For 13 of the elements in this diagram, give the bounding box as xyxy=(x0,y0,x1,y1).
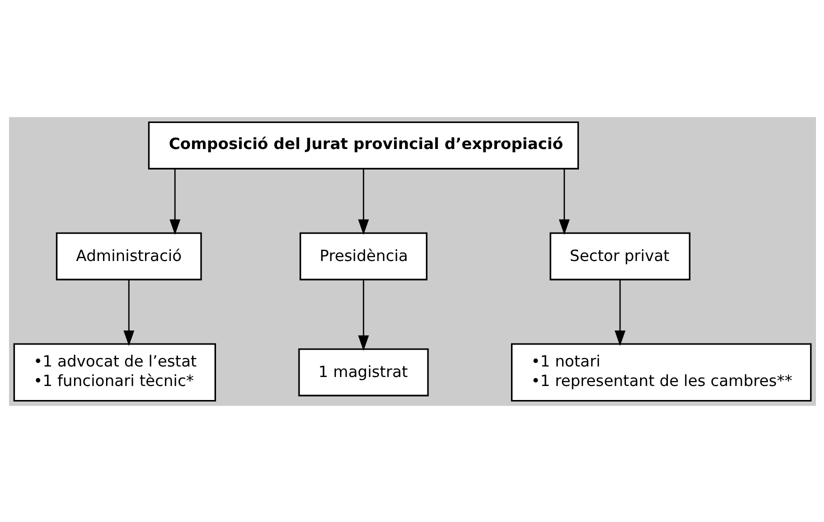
arrow xyxy=(614,279,625,346)
arrow xyxy=(169,168,180,234)
arrow xyxy=(358,279,368,350)
node-box: Administració xyxy=(55,232,202,280)
arrow xyxy=(122,279,134,346)
arrow xyxy=(558,168,570,234)
arrow xyxy=(358,168,368,234)
node-box: Composició del Jurat provincial d’expropiació xyxy=(148,121,578,169)
node-box: •1 advocat de l’estat •1 funcionari tècnic* xyxy=(12,342,216,401)
node-box: Presidència xyxy=(299,232,427,280)
node-box: •1 notari •1 representant de les cambres** xyxy=(510,342,812,401)
node-box: 1 magistrat xyxy=(298,348,428,396)
node-box: Sector privat xyxy=(549,232,690,280)
